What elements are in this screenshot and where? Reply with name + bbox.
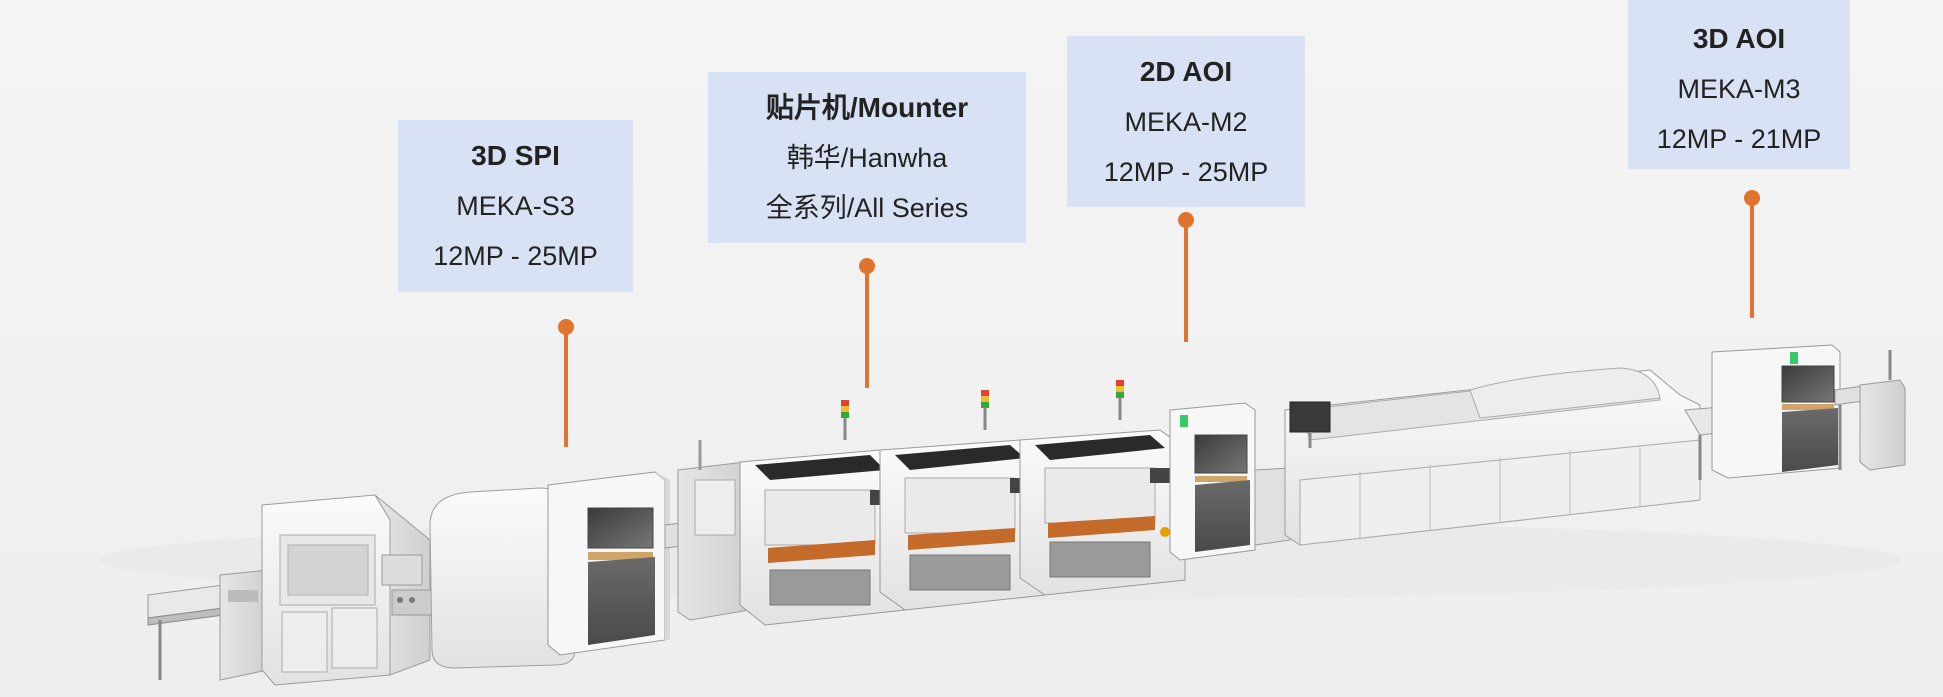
pointer-aoi-3d xyxy=(1744,190,1760,318)
mounter-3 xyxy=(1019,380,1186,596)
aoi-2d-machine xyxy=(1169,402,1256,561)
callout-spec: 12MP - 25MP xyxy=(433,241,598,271)
callout-title: 2D AOI xyxy=(1139,56,1233,87)
callout-model: MEKA-M2 xyxy=(1124,107,1248,137)
board-loader xyxy=(147,569,269,681)
spi-machine xyxy=(429,471,670,669)
callout-brand: 韩华/Hanwha xyxy=(786,143,948,173)
callout-3d-spi: 3D SPI MEKA-S3 12MP - 25MP xyxy=(398,120,633,292)
callout-title: 3D AOI xyxy=(1692,23,1786,54)
aoi-3d-machine xyxy=(1711,344,1841,479)
mounter-2 xyxy=(879,390,1046,611)
board-unloader xyxy=(1834,350,1906,471)
callout-title: 贴片机/Mounter xyxy=(765,92,969,123)
callout-model: MEKA-M3 xyxy=(1677,74,1801,104)
mounter-1 xyxy=(739,400,906,626)
callout-series: 全系列/All Series xyxy=(765,193,969,223)
callout-3d-aoi: 3D AOI MEKA-M3 12MP - 21MP xyxy=(1628,0,1850,169)
buffer-conveyor xyxy=(664,440,751,621)
callout-2d-aoi: 2D AOI MEKA-M2 12MP - 25MP xyxy=(1067,36,1305,207)
reflow-oven xyxy=(1254,367,1701,546)
callout-spec: 12MP - 21MP xyxy=(1656,124,1822,154)
callout-mounter: 贴片机/Mounter 韩华/Hanwha 全系列/All Series xyxy=(708,72,1026,243)
pointer-spi xyxy=(558,319,574,447)
callout-model: MEKA-S3 xyxy=(456,191,575,221)
pointer-mounter xyxy=(859,258,875,388)
callout-title: 3D SPI xyxy=(471,140,560,171)
solder-paste-printer xyxy=(261,494,433,686)
callout-spec: 12MP - 25MP xyxy=(1103,157,1269,187)
pointer-aoi-2d xyxy=(1178,212,1194,342)
